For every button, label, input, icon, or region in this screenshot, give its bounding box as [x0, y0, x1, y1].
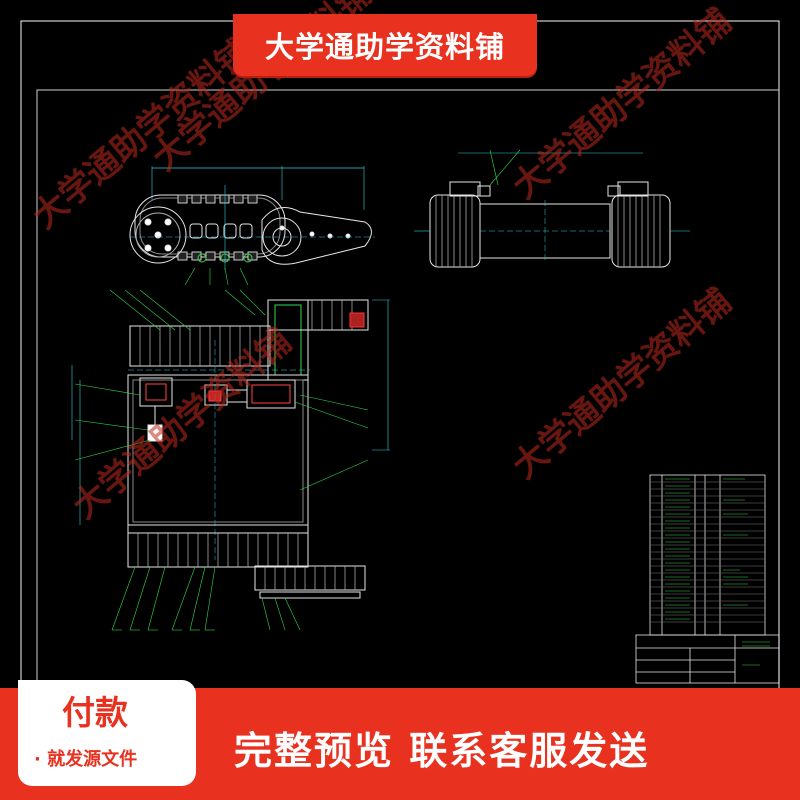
- payment-card[interactable]: [18, 680, 196, 786]
- payment-title: 付款: [62, 693, 128, 732]
- parts-list-table: [635, 474, 780, 684]
- inner-frame: [36, 89, 780, 690]
- top-view-crawler: [129, 166, 375, 270]
- preview-contact-text: 完整预览 联系客服发送: [234, 729, 650, 773]
- shop-banner: 大学通助学资料铺: [233, 14, 537, 76]
- side-view-tracks: [414, 149, 690, 268]
- front-section-view: [71, 299, 390, 599]
- payment-subtitle: · 就发源文件: [34, 749, 138, 770]
